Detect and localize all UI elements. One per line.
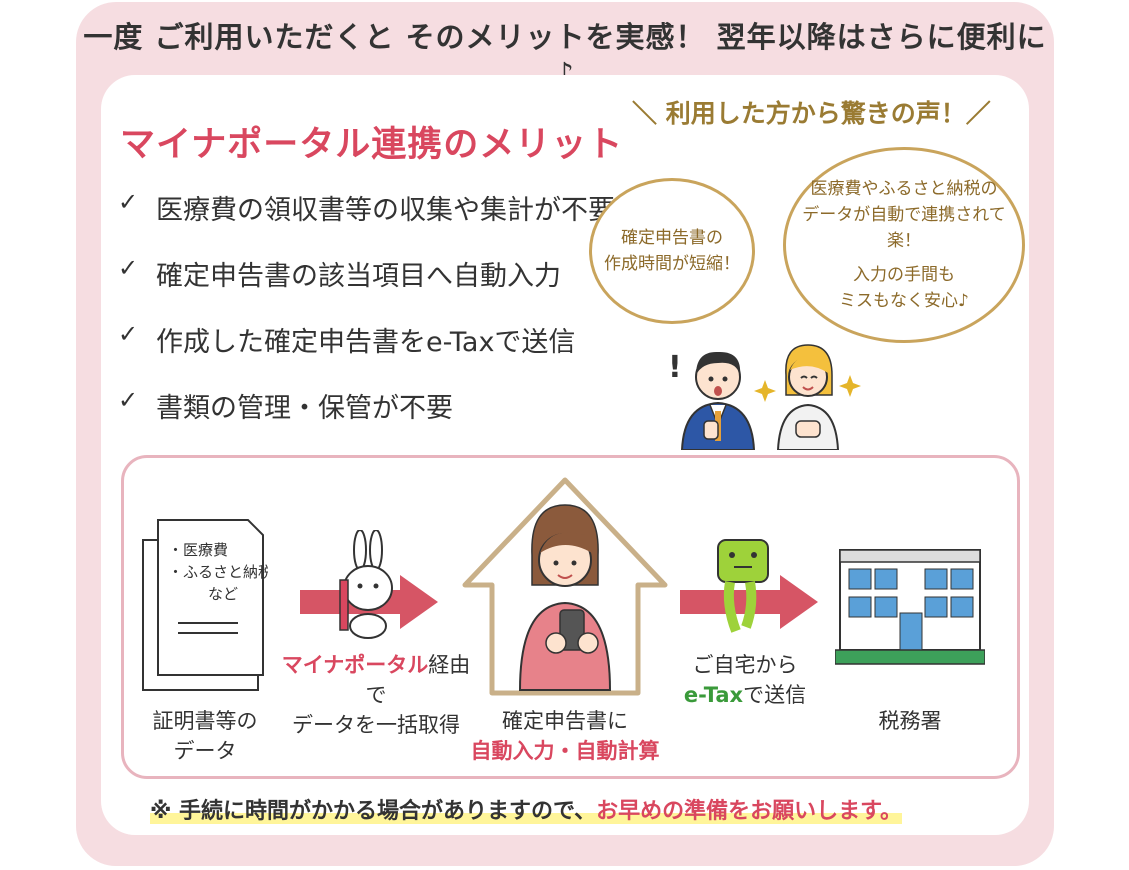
woman-happy-icon [754, 344, 861, 450]
bubble-line: ミスもなく安心♪ [839, 291, 969, 311]
step1-rest: 経由で [365, 653, 471, 707]
merit-item: ✓ 書類の管理・保管が不要 [118, 386, 615, 452]
checkmark-icon: ✓ [118, 254, 139, 282]
arrow-with-rabbit [300, 530, 438, 639]
mynaportal-rabbit-icon [339, 530, 393, 639]
merit-item: ✓ 確定申告書の該当項目へ自動入力 [118, 254, 615, 320]
step1-line2: データを一括取得 [292, 713, 460, 737]
doc-item: ・医療費 [168, 541, 228, 559]
home-line1: 確定申告書に [502, 709, 628, 733]
note-highlight: ※ 手続に時間がかかる場合がありますので、お早めの準備をお願いします。 [150, 799, 902, 824]
house-icon [462, 477, 668, 696]
doc-label: 証明書等の データ [120, 706, 290, 766]
tax-office-building-icon [835, 549, 985, 665]
doc-label-line: 証明書等の [152, 709, 258, 733]
note-prefix: ※ 手続に時間がかかる場合がありますので、 [150, 799, 597, 824]
tax-office-label: 税務署 [878, 709, 942, 733]
document-icon: ・医療費 ・ふるさと納税 など [142, 519, 268, 691]
merit-item-text: 書類の管理・保管が不要 [156, 393, 453, 424]
step2-line1: ご自宅から [692, 653, 798, 677]
etax-term: e-Tax [683, 683, 744, 707]
doc-item: など [208, 585, 238, 603]
merit-item-text: 作成した確定申告書をe-Taxで送信 [156, 327, 576, 358]
checkmark-icon: ✓ [118, 386, 139, 414]
bubble-line: データが自動で連携されて楽！ [802, 205, 1006, 251]
etax-character-icon [717, 539, 769, 633]
home-label: 確定申告書に 自動入力・自動計算 [460, 706, 670, 766]
arrow-with-etax [680, 539, 818, 633]
woman-smartphone-icon [518, 504, 612, 691]
speech-bubble-short-time: 確定申告書の 作成時間が短縮！ [589, 178, 755, 324]
merit-item-text: 医療費の領収書等の収集や集計が不要 [156, 195, 615, 226]
speech-bubble-auto-link: 医療費やふるさと納税の データが自動で連携されて楽！ 入力の手間も ミスもなく安… [783, 147, 1025, 343]
step1-label: マイナポータル経由で データを一括取得 [276, 650, 476, 740]
step2-rest: で送信 [743, 683, 807, 707]
bubble-line: 確定申告書の [621, 228, 723, 248]
doc-item: ・ふるさと納税 [168, 563, 268, 581]
merit-title: マイナポータル連携のメリット [120, 125, 624, 165]
note-emphasis: お早めの準備をお願いします。 [596, 799, 902, 824]
headline: 一度 ご利用いただくと そのメリットを実感！ 翌年以降はさらに便利に♪ [83, 20, 1047, 90]
merit-list: ✓ 医療費の領収書等の収集や集計が不要 ✓ 確定申告書の該当項目へ自動入力 ✓ 作成し… [118, 188, 615, 452]
merit-item: ✓ 作成した確定申告書をe-Taxで送信 [118, 320, 615, 386]
sparkle-icon [754, 380, 776, 402]
doc-label-line: データ [173, 739, 237, 763]
step2-label: ご自宅から e-Taxで送信 [660, 650, 830, 710]
bubble-line: 入力の手間も [853, 265, 955, 285]
checkmark-icon: ✓ [118, 320, 139, 348]
home-line2: 自動入力・自動計算 [470, 739, 660, 763]
svg-text:!: ! [668, 350, 682, 385]
note: ※ 手続に時間がかかる場合がありますので、お早めの準備をお願いします。 [150, 793, 902, 825]
merit-item: ✓ 医療費の領収書等の収集や集計が不要 [118, 188, 615, 254]
step1-line1: マイナポータル経由で [276, 650, 476, 710]
checkmark-icon: ✓ [118, 188, 139, 216]
mynaportal-term: マイナポータル [281, 653, 429, 677]
voices-heading: ＼ 利用した方から驚きの声！／ [632, 99, 991, 128]
sparkle-icon [839, 375, 861, 397]
bubble-line: 医療費やふるさと納税の [810, 179, 998, 199]
people-illustration: ! [668, 344, 861, 450]
man-surprised-icon: ! [668, 350, 756, 450]
step2-line2: e-Taxで送信 [660, 680, 830, 710]
merit-item-text: 確定申告書の該当項目へ自動入力 [156, 261, 561, 292]
bubble-line: 作成時間が短縮！ [604, 254, 740, 274]
